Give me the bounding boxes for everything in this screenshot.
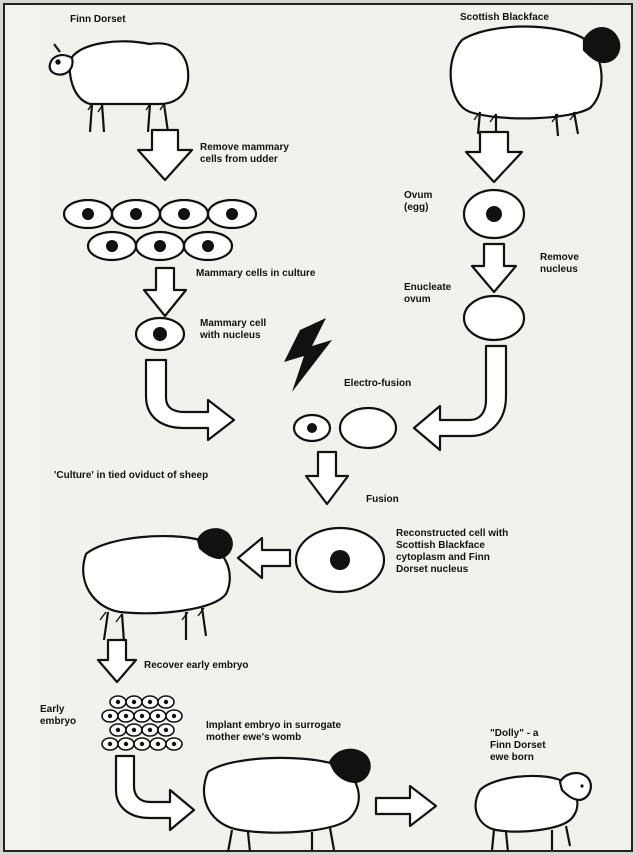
label-electro-fusion: Electro-fusion <box>344 378 412 389</box>
lightning-bolt-icon <box>284 318 332 392</box>
scottish-blackface-sheep-icon <box>449 25 621 137</box>
right-arrow-icon <box>374 784 438 828</box>
label-ovum: Ovum (egg) <box>404 190 433 213</box>
surrogate-ewe-sheep-icon <box>202 748 371 853</box>
dolly-lamb-sheep-icon <box>474 772 592 853</box>
label-remove-nucleus: Remove nucleus <box>540 252 579 275</box>
label-mammary-cells-culture: Mammary cells in culture <box>196 268 316 279</box>
label-implant-embryo: Implant embryo in surrogate mother ewe's… <box>206 720 342 743</box>
down-arrow-icon <box>304 450 350 506</box>
label-dolly-born: "Dolly" - a Finn Dorset ewe born <box>490 728 546 763</box>
label-early-embryo: Early embryo <box>40 704 77 727</box>
label-recover-early-embryo: Recover early embryo <box>144 660 249 671</box>
early-embryo-cluster <box>101 695 183 751</box>
down-arrow-icon <box>464 130 524 184</box>
label-scottish-blackface: Scottish Blackface <box>460 12 549 23</box>
left-arrow-icon <box>236 536 292 580</box>
fusion-pair-cells <box>292 406 398 450</box>
ovum-cell <box>462 188 526 240</box>
label-fusion: Fusion <box>366 494 399 505</box>
label-mammary-cell-with-nucleus: Mammary cell with nucleus <box>200 318 267 341</box>
curved-arrow-icon <box>114 754 196 832</box>
down-arrow-icon <box>96 638 138 684</box>
reconstructed-cell <box>294 526 386 594</box>
mammary-cells-cluster <box>62 198 258 262</box>
curved-arrow-icon <box>144 358 236 442</box>
label-finn-dorset: Finn Dorset <box>70 14 126 25</box>
curved-arrow-icon <box>412 344 508 452</box>
label-remove-mammary-cells: Remove mammary cells from udder <box>200 142 289 165</box>
down-arrow-icon <box>142 266 188 318</box>
label-culture-oviduct: 'Culture' in tied oviduct of sheep <box>54 470 209 481</box>
down-arrow-icon <box>470 242 518 294</box>
culture-sheep-icon <box>82 528 233 643</box>
label-enucleate-ovum: Enucleate ovum <box>404 282 452 305</box>
enucleated-ovum-cell <box>462 294 526 342</box>
down-arrow-icon <box>136 128 194 182</box>
mammary-cell-single <box>134 316 186 352</box>
label-reconstructed-cell: Reconstructed cell with Scottish Blackfa… <box>396 528 509 575</box>
finn-dorset-sheep-icon <box>48 40 190 133</box>
